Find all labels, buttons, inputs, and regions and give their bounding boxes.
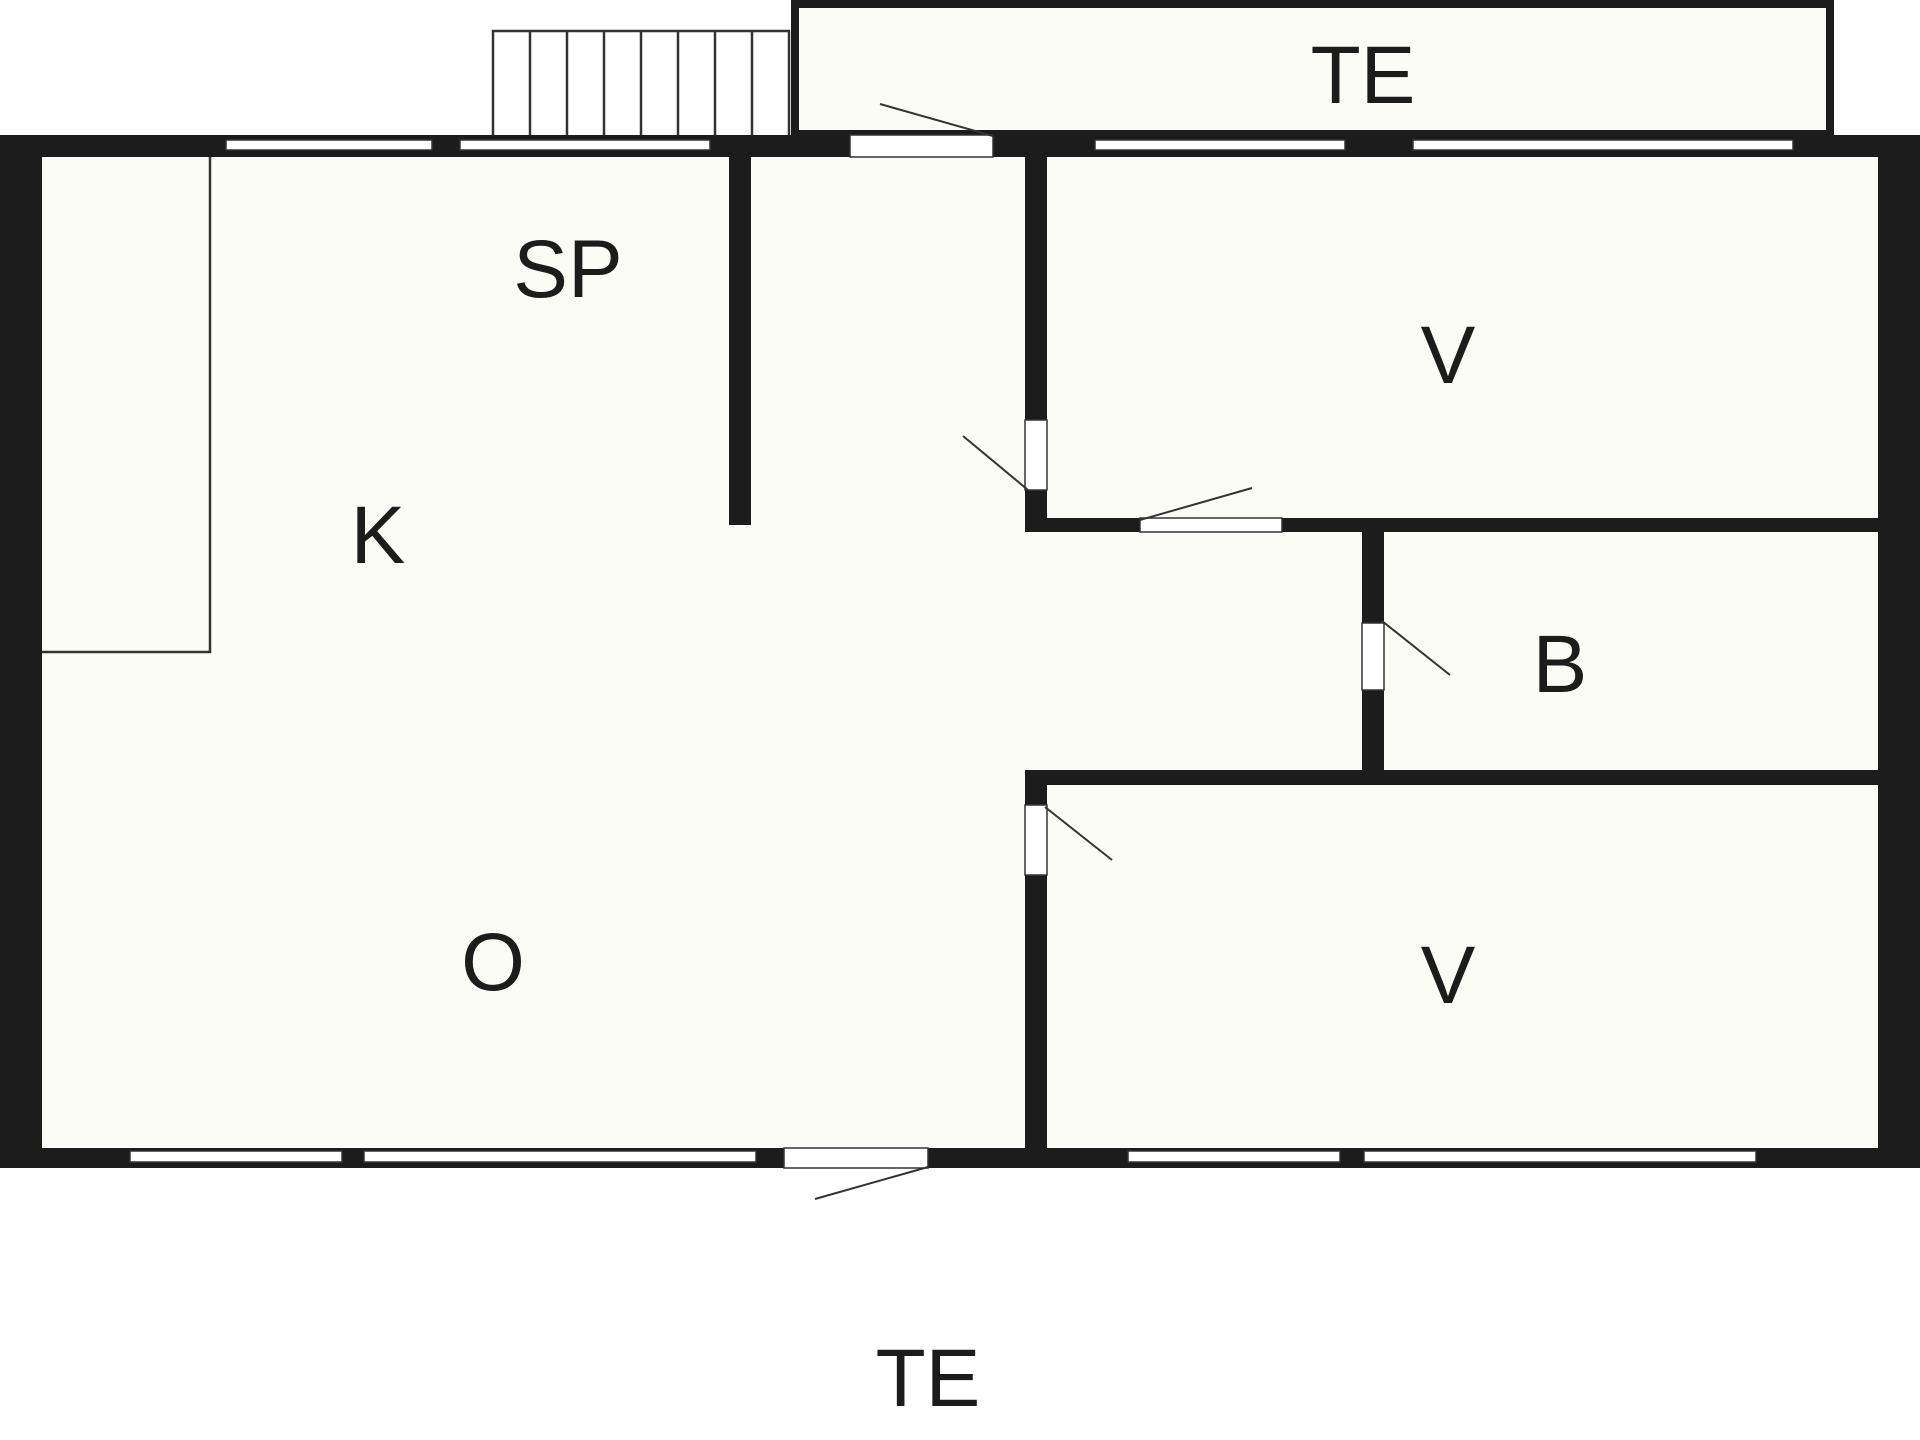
kitchen-label: K xyxy=(351,490,406,581)
window xyxy=(459,139,711,151)
bedroom-top-side-door-swing xyxy=(1139,487,1253,521)
bathroom-door-opening xyxy=(1361,622,1385,691)
window xyxy=(1412,139,1794,151)
window xyxy=(363,1150,757,1163)
window xyxy=(1363,1150,1757,1163)
stairs xyxy=(491,29,791,139)
entrance-door-opening xyxy=(849,134,994,158)
entrance-door-swing xyxy=(879,103,994,137)
terrace-door-opening xyxy=(783,1147,929,1169)
door-openings xyxy=(783,134,1385,1169)
bedroom-top-label: V xyxy=(1421,310,1476,401)
bedroom-top-door-opening xyxy=(1024,419,1048,491)
bedroom-top-south-wall-left xyxy=(1025,518,1140,532)
door-swings xyxy=(814,103,1451,1200)
kitchen-counter xyxy=(38,153,212,654)
bathroom-south-wall xyxy=(1025,770,1882,785)
window xyxy=(225,139,433,151)
bedroom-bottom-door-opening xyxy=(1024,804,1048,876)
terrace-bottom-label: TE xyxy=(876,1333,981,1424)
bedroom-bottom-west-wall-upper xyxy=(1025,770,1047,805)
exterior-wall-right xyxy=(1878,135,1920,1168)
bathroom-west-wall-lower xyxy=(1362,690,1384,780)
windows xyxy=(129,139,1794,1163)
window xyxy=(129,1150,343,1163)
room-labels: TE SP V K B O V TE xyxy=(351,30,1588,1424)
bathroom-door-swing xyxy=(1381,620,1451,676)
bedroom-top-south-wall-right xyxy=(1282,518,1882,532)
bedroom-bottom-west-wall-lower xyxy=(1025,875,1047,1160)
bedroom-bottom-label: V xyxy=(1421,930,1476,1021)
window xyxy=(1127,1150,1341,1163)
storage-label: SP xyxy=(513,224,622,315)
bathroom-west-wall-upper xyxy=(1362,518,1384,623)
terrace-door-swing xyxy=(814,1166,929,1200)
living-room-label: O xyxy=(461,917,525,1008)
exterior-wall-left xyxy=(0,135,42,1168)
bathroom-label: B xyxy=(1533,619,1588,710)
floor-areas xyxy=(18,0,1902,1147)
interior-floor xyxy=(18,146,1902,1147)
bedroom-bottom-door-swing xyxy=(1044,806,1113,861)
bedroom-top-west-wall-upper xyxy=(1025,155,1047,420)
terrace-top-area xyxy=(791,0,1834,138)
window xyxy=(1094,139,1346,151)
terrace-top-label: TE xyxy=(1311,30,1416,121)
storage-partition-wall xyxy=(729,155,751,525)
bedroom-top-side-door-opening xyxy=(1139,517,1283,533)
bedroom-top-door-swing xyxy=(962,435,1029,491)
